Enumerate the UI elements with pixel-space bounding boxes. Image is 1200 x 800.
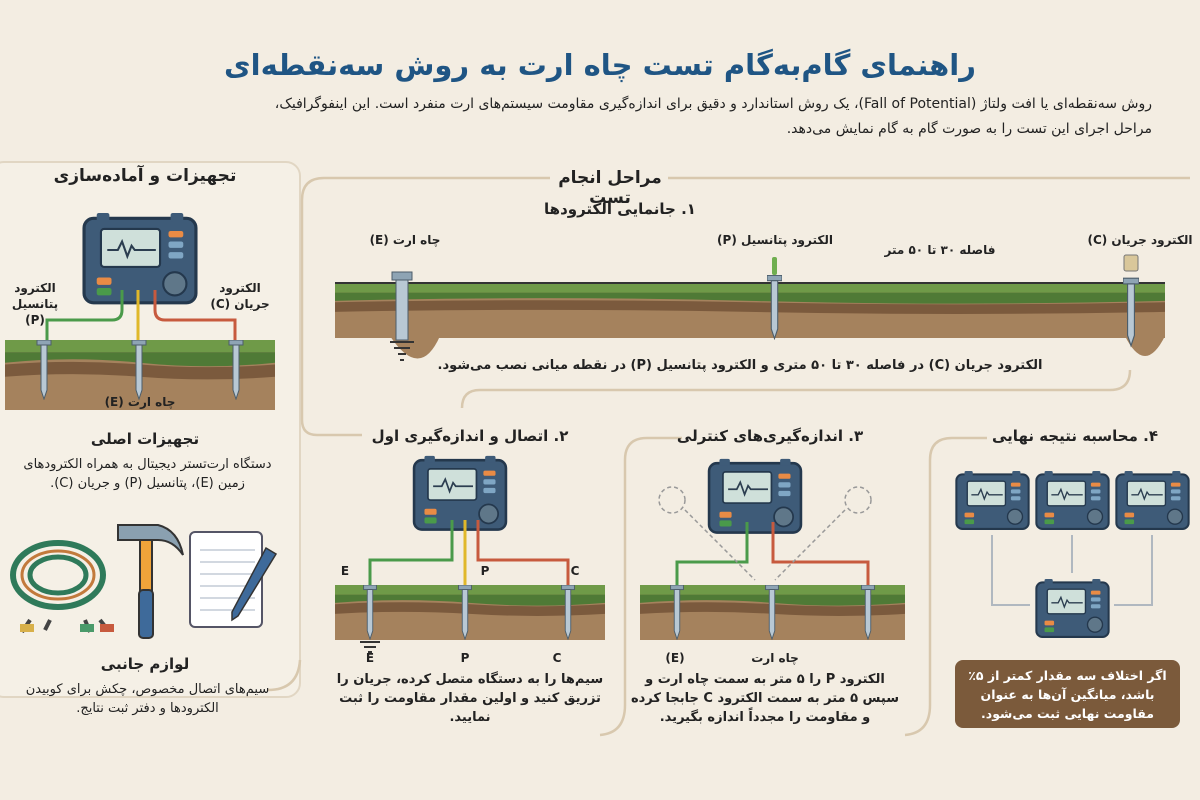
step1-title: ۱. جانمایی الکترودها — [544, 200, 696, 218]
step1-caption: الکترود جریان (C) در فاصله ۳۰ تا ۵۰ متری… — [437, 358, 1043, 373]
step3-label-earth-well: چاه ارت — [751, 651, 799, 665]
final-result-note: اگر اختلاف سه مقدار کمتر از ۵٪ باشد، میا… — [955, 660, 1180, 728]
flow-connectors — [267, 176, 1190, 737]
meter-average — [1035, 578, 1110, 638]
step2-label-e-top: E — [340, 564, 350, 578]
page-title: راهنمای گام‌به‌گام تست چاه ارت به روش سه… — [224, 48, 976, 82]
cable-coil-icon — [10, 540, 114, 634]
step3-title: ۳. اندازه‌گیری‌های کنترلی — [676, 427, 864, 445]
accessories-text: سیم‌های اتصال مخصوص، چکش برای کوبیدن الک… — [25, 682, 270, 716]
step1-label-potential: الکترود پتانسیل (P) — [717, 233, 833, 247]
step1-label-current: الکترود جریان (C) — [1087, 233, 1193, 247]
intro-text: روش سه‌نقطه‌ای یا افت ولتاژ (Fall of Pot… — [274, 96, 1152, 137]
step2-illustration — [335, 455, 605, 653]
step3-illustration — [640, 458, 905, 640]
step2-label-p-top: P — [480, 564, 490, 578]
label-potential-electrode: الکترود پتانسیل (P) — [11, 281, 59, 327]
step2-label-c-top: C — [570, 564, 580, 578]
steps-heading: مراحل انجام تست — [558, 168, 662, 208]
equipment-heading: تجهیزات و آماده‌سازی — [53, 166, 237, 186]
step3-text: الکترود P را ۵ متر به سمت چاه ارت و سپس … — [630, 672, 900, 725]
step2-label-e: E — [365, 651, 375, 665]
label-current-electrode: الکترود جریان (C) — [210, 281, 270, 311]
step1-illustration — [335, 254, 1165, 361]
earth-well-rod — [390, 271, 414, 361]
step2-label-p: P — [460, 651, 470, 665]
wire-p — [45, 290, 124, 342]
earth-tester-device — [82, 212, 198, 305]
wire-c — [153, 290, 237, 342]
electrode-p-cap — [772, 257, 777, 275]
step3-label-e: (E) — [665, 651, 685, 665]
meter-reading-3 — [1115, 470, 1190, 530]
step2-title: ۲. اتصال و اندازه‌گیری اول — [371, 427, 569, 445]
notebook-pen-icon — [189, 531, 278, 628]
step2-label-c: C — [552, 651, 562, 665]
earth-tester-device — [412, 455, 508, 531]
main-equipment-text: دستگاه ارت‌تستر دیجیتال به همراه الکترود… — [23, 457, 272, 491]
label-earth-well: چاه ارت (E) — [104, 395, 176, 409]
step1-distance: فاصله ۳۰ تا ۵۰ متر — [884, 243, 996, 257]
accessories-title: لوازم جانبی — [100, 655, 190, 673]
meter-reading-2 — [1035, 470, 1110, 530]
earth-tester-device — [707, 458, 803, 534]
step4-title: ۴. محاسبه نتیجه نهایی — [992, 427, 1158, 445]
step2-text: سیم‌ها را به دستگاه متصل کرده، جریان را … — [336, 672, 604, 725]
electrode-c-cap — [1123, 254, 1139, 272]
meter-reading-1 — [955, 470, 1030, 530]
equipment-panel — [0, 161, 301, 698]
step4-illustration — [955, 470, 1190, 638]
main-equipment-title: تجهیزات اصلی — [90, 430, 200, 448]
step1-label-earth-well: چاه ارت (E) — [369, 233, 441, 247]
hammer-icon — [117, 524, 184, 639]
